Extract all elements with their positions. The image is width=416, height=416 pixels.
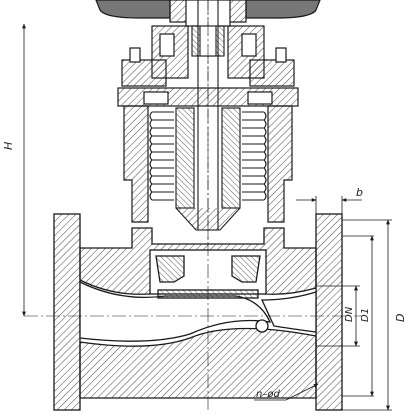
bolt-hole-label: n–ød <box>256 389 280 400</box>
valve-body <box>53 213 343 411</box>
dimension-dn-label: DN <box>344 306 355 322</box>
bolt-hole-leader <box>254 383 319 401</box>
dimension-diameters <box>316 219 392 411</box>
dimension-h-label: H <box>2 142 15 150</box>
dimension-b-label: b <box>356 186 363 199</box>
center-lines <box>24 0 362 410</box>
yoke-gland <box>121 25 295 87</box>
bellows <box>149 107 267 231</box>
dimension-d1-label: D1 <box>360 308 371 322</box>
dimension-d-label: D <box>394 314 407 322</box>
dimension-b <box>296 196 362 214</box>
